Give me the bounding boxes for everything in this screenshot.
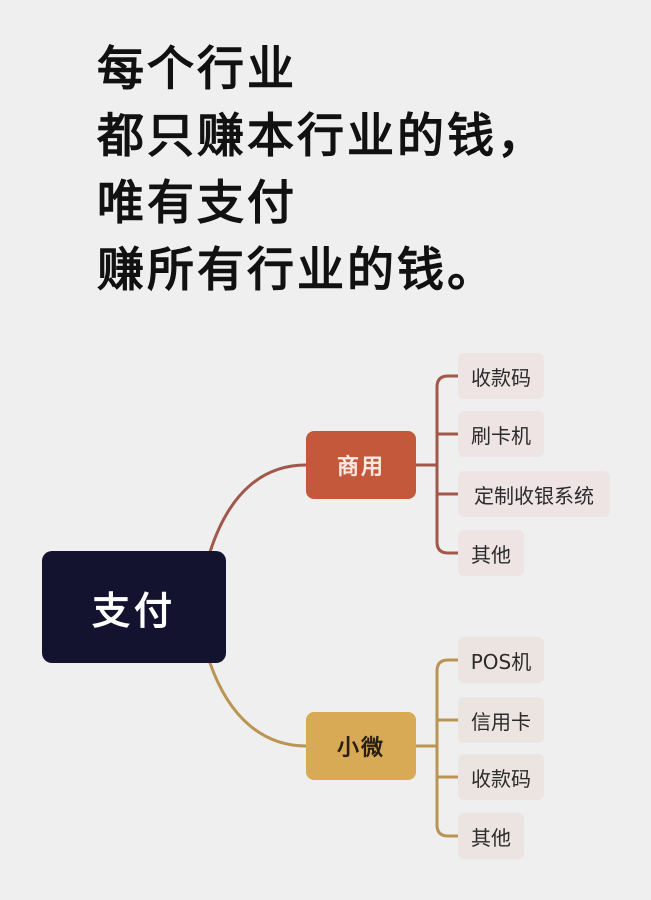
headline-line-2: 都只赚本行业的钱， — [97, 109, 547, 164]
leaf-node-micro-1: POS机 — [458, 637, 544, 683]
leaf-node-micro-2: 信用卡 — [458, 697, 544, 743]
leaf-node-commercial-4: 其他 — [458, 530, 524, 576]
root-to-commercial-line — [208, 463, 308, 554]
micro-connectors — [208, 658, 460, 838]
root-node: 支付 — [42, 551, 226, 663]
headline-line-4: 赚所有行业的钱。 — [97, 243, 497, 298]
branch-node-micro: 小微 — [306, 712, 416, 780]
root-to-micro-line — [208, 661, 308, 748]
leaf-node-micro-4: 其他 — [458, 813, 524, 859]
leaf-node-commercial-1: 收款码 — [458, 353, 544, 399]
branch-node-commercial: 商用 — [306, 431, 416, 499]
commercial-connectors — [208, 374, 460, 555]
commercial-bracket-line — [435, 374, 460, 555]
leaf-node-commercial-3: 定制收银系统 — [458, 471, 610, 517]
leaf-node-micro-3: 收款码 — [458, 754, 544, 800]
headline-line-1: 每个行业 — [97, 42, 297, 97]
leaf-node-commercial-2: 刷卡机 — [458, 411, 544, 457]
headline-line-3: 唯有支付 — [97, 176, 297, 231]
micro-bracket-line — [435, 658, 460, 838]
headline: 每个行业 都只赚本行业的钱， 唯有支付 赚所有行业的钱。 — [97, 36, 637, 304]
